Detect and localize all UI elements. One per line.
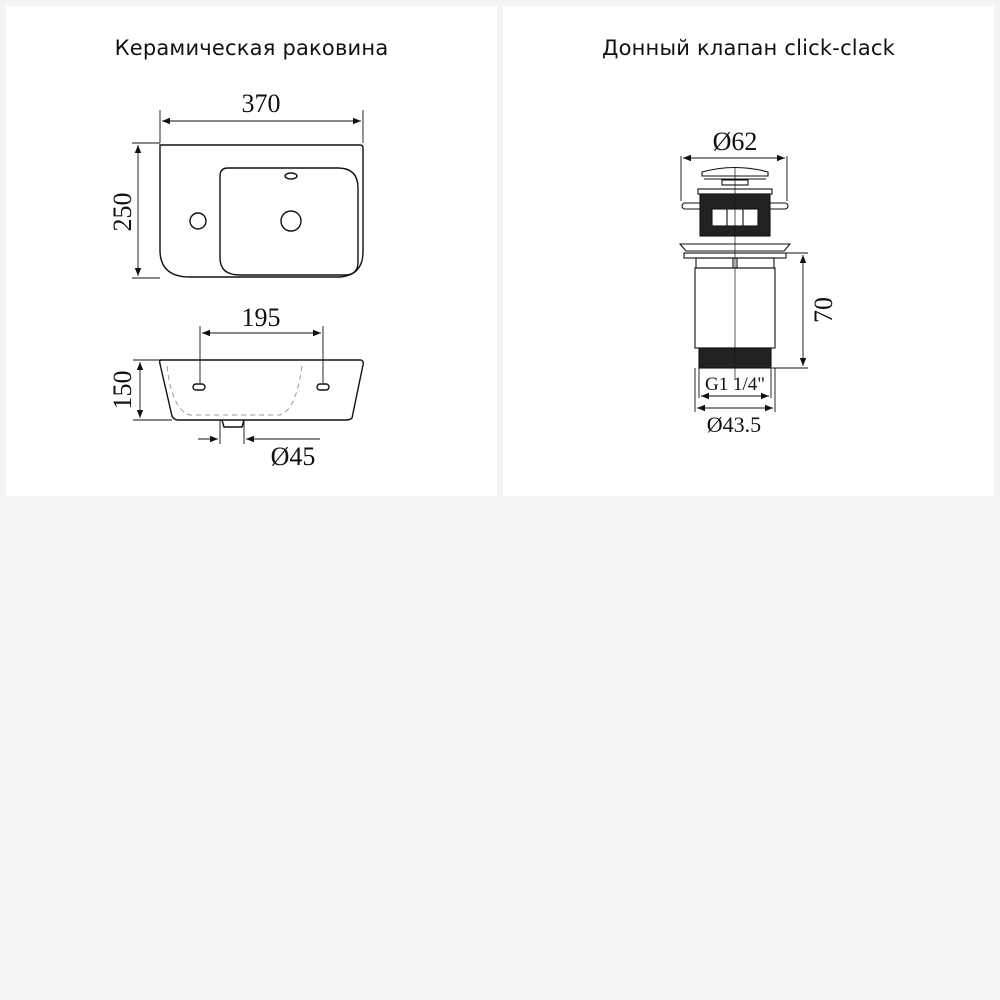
width-dimension [159,110,364,143]
outer-diameter-label: Ø43.5 [707,412,761,437]
valve-drawing: Ø62 70 G1 1/4" Ø43.5 [678,127,838,437]
height-label: 150 [108,371,137,410]
spacing-dimension [199,326,324,383]
sink-title: Керамическая раковина [114,36,389,60]
drain-label: Ø45 [271,442,316,471]
length-dimension [772,252,808,369]
thread-dimension [694,368,776,412]
thread-label: G1 1/4" [705,374,765,395]
valve-title: Донный клапан click-clack [601,36,896,60]
valve-panel: Донный клапан click-clack [503,6,994,496]
sink-panel: Керамическая раковина 370 250 [6,6,497,496]
empty-area [0,502,1000,1000]
cap-dimension [680,154,788,201]
cap-label: Ø62 [713,127,758,156]
height-dimension [133,359,172,421]
sink-side-view [158,359,364,428]
width-label: 370 [242,89,281,118]
depth-label: 250 [108,193,137,232]
sink-top-view [159,144,364,278]
depth-dimension [132,142,160,279]
drain-dimension [198,420,320,444]
sink-drawing: 370 250 195 150 [108,89,364,471]
spacing-label: 195 [242,303,281,332]
length-label: 70 [809,297,838,323]
valve-body [678,167,792,380]
